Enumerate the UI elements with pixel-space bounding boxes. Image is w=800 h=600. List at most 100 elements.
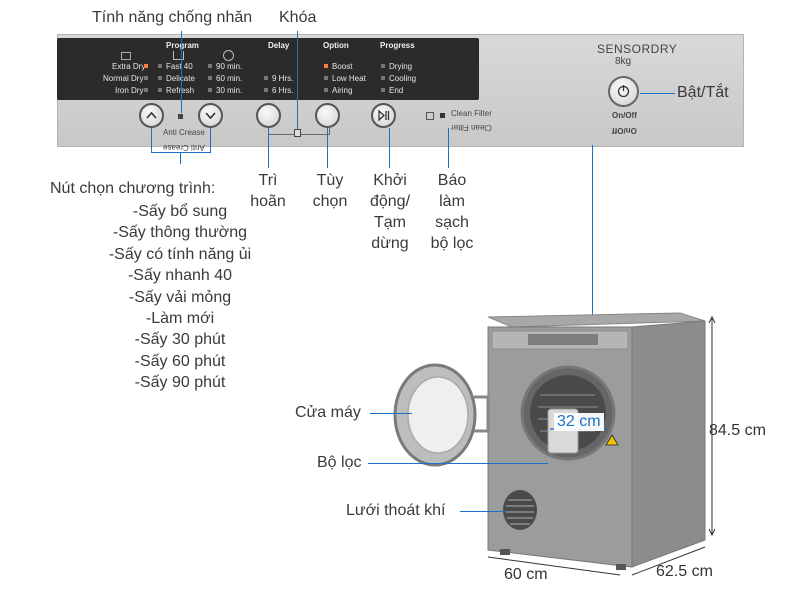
option-airing: Airing — [332, 86, 353, 95]
led-cooling — [381, 76, 385, 80]
led-low-heat — [324, 76, 328, 80]
anti-crease-callout: Tính năng chống nhăn — [92, 9, 253, 26]
anti-crease-led — [178, 114, 183, 119]
program-item: -Làm mới — [145, 310, 215, 328]
program-iron-dry: Iron Dry — [115, 86, 144, 95]
program-item: -Sấy có tính năng ủi — [108, 245, 252, 263]
start-pause-callout: Khởi động/ Tạm dừng — [369, 172, 411, 252]
clean-filter-callout: Báo làm sạch bộ lọc — [430, 172, 474, 252]
program-bracket-left — [151, 128, 152, 152]
delay-button[interactable] — [256, 103, 281, 128]
progress-end: End — [389, 86, 404, 95]
clean-filter-line — [448, 128, 449, 168]
program-down-button[interactable] — [198, 103, 223, 128]
program-normal-dry: Normal Dry — [103, 74, 144, 83]
led-30min — [208, 88, 212, 92]
program-item: -Sấy nhanh 40 — [127, 267, 233, 285]
start-pause-line — [389, 128, 390, 168]
led-airing — [324, 88, 328, 92]
program-header: Program — [166, 41, 199, 50]
power-callout: Bật/Tắt — [677, 84, 729, 101]
led-drying — [381, 64, 385, 68]
time-90: 90 min. — [216, 62, 243, 71]
program-item: -Sấy bổ sung — [132, 203, 228, 220]
option-low-heat: Low Heat — [332, 74, 366, 83]
chevron-down-icon — [205, 112, 216, 120]
vent-callout: Lưới thoát khí — [346, 502, 446, 519]
time-60: 60 min. — [216, 74, 243, 83]
progress-drying: Drying — [389, 62, 413, 71]
option-callout: Tùy chọn — [312, 172, 348, 210]
program-item: -Sấy vải mỏng — [128, 288, 232, 306]
clean-filter-label-mirrored: Clean Filter — [451, 123, 492, 132]
play-pause-icon — [378, 109, 390, 122]
led-normal-dry — [144, 76, 148, 80]
progress-cooling: Cooling — [389, 74, 417, 83]
filter-callout: Bộ lọc — [317, 454, 362, 471]
iron-icon — [173, 51, 184, 60]
led-iron-dry — [144, 88, 148, 92]
option-boost: Boost — [332, 62, 353, 71]
program-fast40: Fast 40 — [166, 62, 193, 71]
anti-crease-label-mirrored: Anti Crease — [163, 143, 205, 152]
dryer-illustration — [393, 312, 716, 576]
width-dimension: 60 cm — [504, 566, 548, 583]
program-extra-dry: Extra Dry — [112, 62, 146, 71]
on-off-label-mirrored: On/Off — [612, 126, 637, 135]
height-dimension: 84.5 cm — [709, 422, 766, 439]
program-item: -Sấy thông thường — [112, 224, 248, 242]
door-callout: Cửa máy — [295, 404, 361, 421]
program-item: -Sấy 60 phút — [134, 352, 226, 370]
filter-icon — [426, 112, 434, 120]
program-item: -Sấy 30 phút — [134, 331, 226, 349]
power-line — [640, 93, 675, 94]
lock-callout: Khóa — [279, 9, 317, 26]
program-list: -Sấy bổ sung -Sấy thông thường -Sấy có t… — [40, 201, 320, 394]
led-fast40 — [158, 64, 162, 68]
lock-icon — [294, 129, 301, 137]
anti-crease-line — [181, 31, 182, 113]
anti-crease-label: Anti Crease — [163, 128, 205, 137]
program-delicate: Delicate — [166, 74, 195, 83]
option-header: Option — [323, 41, 349, 50]
start-pause-button[interactable] — [371, 103, 396, 128]
option-line — [327, 128, 328, 168]
door-opening-dimension: 32 cm — [554, 413, 604, 431]
program-list-title: Nút chọn chương trình: — [50, 180, 216, 197]
panel-to-dryer-line — [592, 145, 593, 323]
lock-line — [297, 31, 298, 129]
delay-6: 6 Hrs. — [272, 86, 294, 95]
power-icon — [617, 85, 630, 98]
brand-model: SENSORDRY — [597, 42, 678, 56]
delay-callout: Trì hoãn — [250, 172, 286, 210]
led-end — [381, 88, 385, 92]
filter-line — [368, 463, 548, 464]
clock-icon — [223, 50, 234, 61]
on-off-label: On/Off — [612, 111, 637, 120]
option-button[interactable] — [315, 103, 340, 128]
chevron-up-icon — [146, 111, 157, 119]
display-panel — [57, 38, 479, 100]
led-delicate — [158, 76, 162, 80]
power-button[interactable] — [608, 76, 639, 107]
led-extra-dry — [144, 64, 148, 68]
delay-header: Delay — [268, 41, 290, 50]
program-refresh: Refresh — [166, 86, 195, 95]
led-boost — [324, 64, 328, 68]
led-9hrs — [264, 76, 268, 80]
led-90min — [208, 64, 212, 68]
program-up-button[interactable] — [139, 103, 164, 128]
program-bracket-right — [210, 128, 211, 152]
capacity-label: 8kg — [615, 56, 632, 67]
led-6hrs — [264, 88, 268, 92]
depth-dimension: 62.5 cm — [656, 563, 713, 580]
delay-line — [268, 128, 269, 168]
progress-header: Progress — [380, 41, 415, 50]
led-60min — [208, 76, 212, 80]
delay-9: 9 Hrs. — [272, 74, 294, 83]
dryer-icon — [121, 52, 131, 60]
program-bracket-stem — [180, 152, 181, 164]
clean-filter-label: Clean Filter — [451, 109, 492, 118]
led-refresh — [158, 88, 162, 92]
vent-line — [460, 511, 506, 512]
